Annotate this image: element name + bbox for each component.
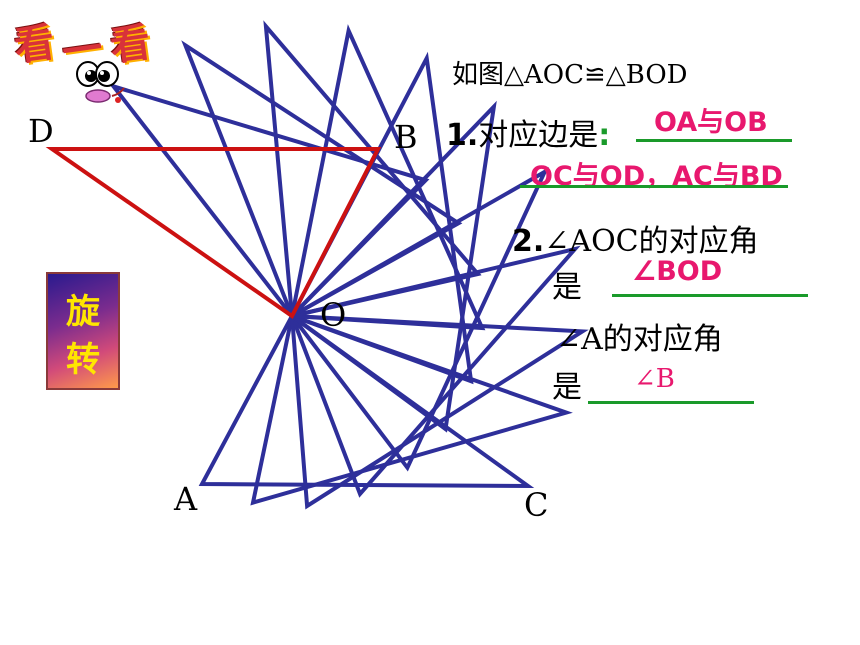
q1-answer-1: OA与OB <box>654 107 768 138</box>
q1-blank-2 <box>520 185 788 188</box>
rotation-char-2: 转 <box>66 340 100 380</box>
point-label-c: C <box>524 486 549 524</box>
banner-char-1: 看 <box>11 18 58 71</box>
q3-blank <box>588 401 754 404</box>
banner-char-3: 看 <box>107 18 154 71</box>
q1-number: 1. <box>446 118 479 153</box>
point-label-a: A <box>174 480 198 518</box>
rotation-char-1: 旋 <box>66 292 100 332</box>
q1-colon: : <box>598 118 611 153</box>
banner-char-2: 一 <box>59 24 106 77</box>
question-1: 1.对应边是: <box>446 110 610 154</box>
congruence-statement: 如图△AOC≌△BOD <box>452 60 688 90</box>
cartoon-eyes-icon <box>76 61 125 103</box>
q2-answer: ∠BOD <box>632 256 723 287</box>
q3-is: 是 <box>552 370 582 405</box>
q2-number: 2. <box>512 224 545 259</box>
q1-label: 对应边是 <box>478 118 599 153</box>
q1-blank-1 <box>636 139 792 142</box>
rotated-triangle-11 <box>108 82 430 320</box>
q2-is: 是 <box>552 270 582 305</box>
triangle-bod <box>45 147 382 319</box>
look-banner: 看 一 看 <box>11 12 164 76</box>
q2-text: ∠AOC的对应角 <box>544 224 759 259</box>
point-label-o: O <box>320 296 347 334</box>
rotated-triangles <box>108 20 589 510</box>
q3-answer: ∠B <box>634 364 675 394</box>
rotated-triangle-8 <box>289 24 486 331</box>
q2-blank <box>612 294 808 297</box>
point-label-d: D <box>28 112 54 150</box>
point-label-b: B <box>394 118 418 156</box>
rotated-triangle-10 <box>181 40 463 319</box>
question-2: 2.∠AOC的对应角 <box>512 216 759 260</box>
rotation-label-box: 旋 转 <box>46 272 120 390</box>
question-3: ∠A的对应角 <box>556 322 723 357</box>
